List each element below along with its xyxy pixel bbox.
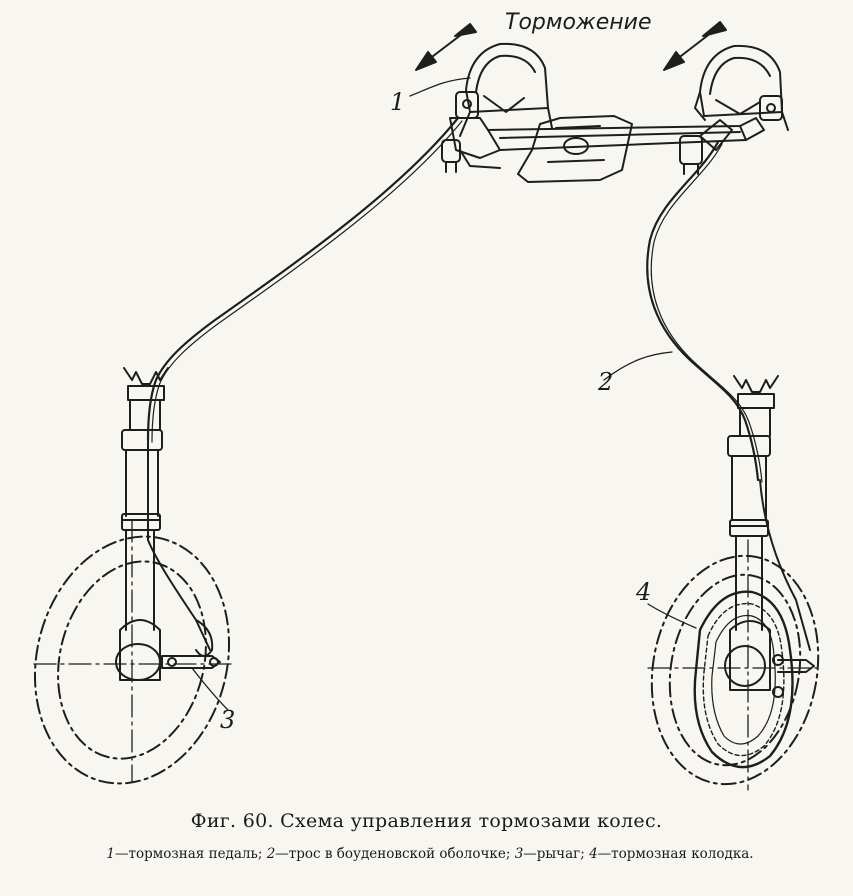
right-bowden-cable [646, 140, 760, 482]
left-landing-gear [119, 367, 214, 681]
left-wheel-axes [33, 519, 235, 783]
left-brake-arrow [415, 23, 477, 71]
braking-label: Торможение [505, 10, 652, 35]
pedal-frame [441, 115, 765, 183]
right-brake-arrow [663, 21, 727, 71]
left-brake-lever [115, 643, 221, 681]
label-1-pedal: 1 [390, 88, 406, 116]
right-wheel [650, 554, 820, 786]
legend-num-3: 3 [514, 846, 524, 862]
legend-num-2: 2 [266, 846, 276, 862]
left-bowden-cable-outer [151, 120, 463, 443]
legend-num-1: 1 [106, 846, 115, 862]
right-wheel-axes [647, 539, 821, 791]
brake-control-diagram [33, 21, 821, 791]
legend-text-2: —трос в боуденовской оболочке; [275, 846, 515, 862]
label-2-cable: 2 [598, 368, 614, 396]
right-bowden-cable-outer [650, 143, 763, 483]
legend-text-3: —рычаг; [523, 846, 590, 862]
legend-num-4: 4 [589, 846, 598, 862]
leader-line-4 [647, 603, 697, 629]
leader-line-2 [603, 351, 673, 381]
leader-line-1 [409, 77, 471, 97]
legend-text-1: —тормозная педаль; [114, 846, 267, 862]
pedal-assembly [441, 42, 789, 183]
label-4-shoe: 4 [636, 578, 652, 606]
leader-line-3 [191, 667, 229, 711]
figure-caption-legend: 1—тормозная педаль; 2—трос в боуденовско… [40, 846, 820, 863]
right-brake-shoe [693, 590, 815, 769]
left-bowden-cable [146, 116, 460, 442]
label-3-lever: 3 [220, 706, 236, 734]
figure-caption-title: Фиг. 60. Схема управления тормозами коле… [190, 810, 663, 832]
right-brake-pedal [694, 44, 789, 131]
legend-text-4: —тормозная колодка. [597, 846, 754, 862]
left-brake-pedal [455, 42, 553, 137]
left-wheel [33, 535, 231, 785]
right-landing-gear [727, 375, 811, 691]
